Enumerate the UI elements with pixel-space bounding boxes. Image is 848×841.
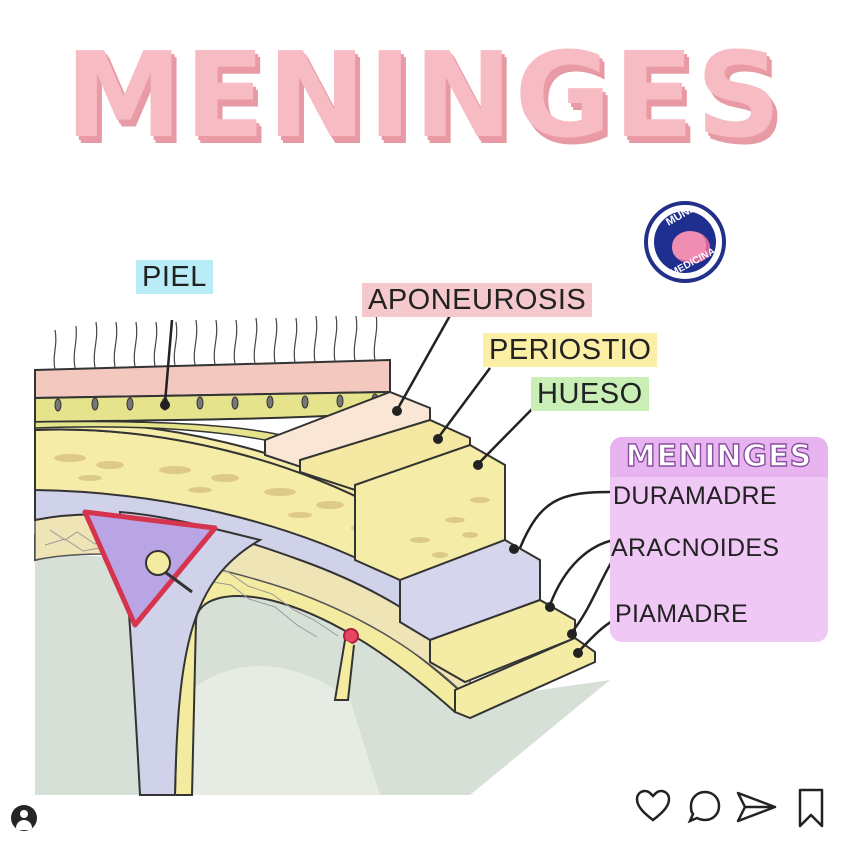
mundo-medicina-logo: MUNDO MEDICINA (644, 201, 726, 283)
comment-icon[interactable] (685, 787, 725, 827)
bookmark-icon[interactable] (795, 787, 827, 829)
label-aracnoides: ARACNOIDES (611, 534, 779, 563)
heart-icon[interactable] (633, 787, 673, 827)
label-piamadre: PIAMADRE (615, 600, 748, 629)
page-title: MENINGES (0, 20, 848, 170)
label-periostio: PERIOSTIO (483, 333, 657, 367)
avatar-icon[interactable] (11, 805, 37, 831)
meninges-panel-heading: MENINGES (610, 437, 828, 477)
label-aponeurosis: APONEUROSIS (362, 283, 592, 317)
label-duramadre: DURAMADRE (613, 482, 777, 511)
share-icon[interactable] (735, 787, 779, 827)
label-hueso: HUESO (531, 377, 649, 411)
label-piel: PIEL (136, 260, 213, 294)
